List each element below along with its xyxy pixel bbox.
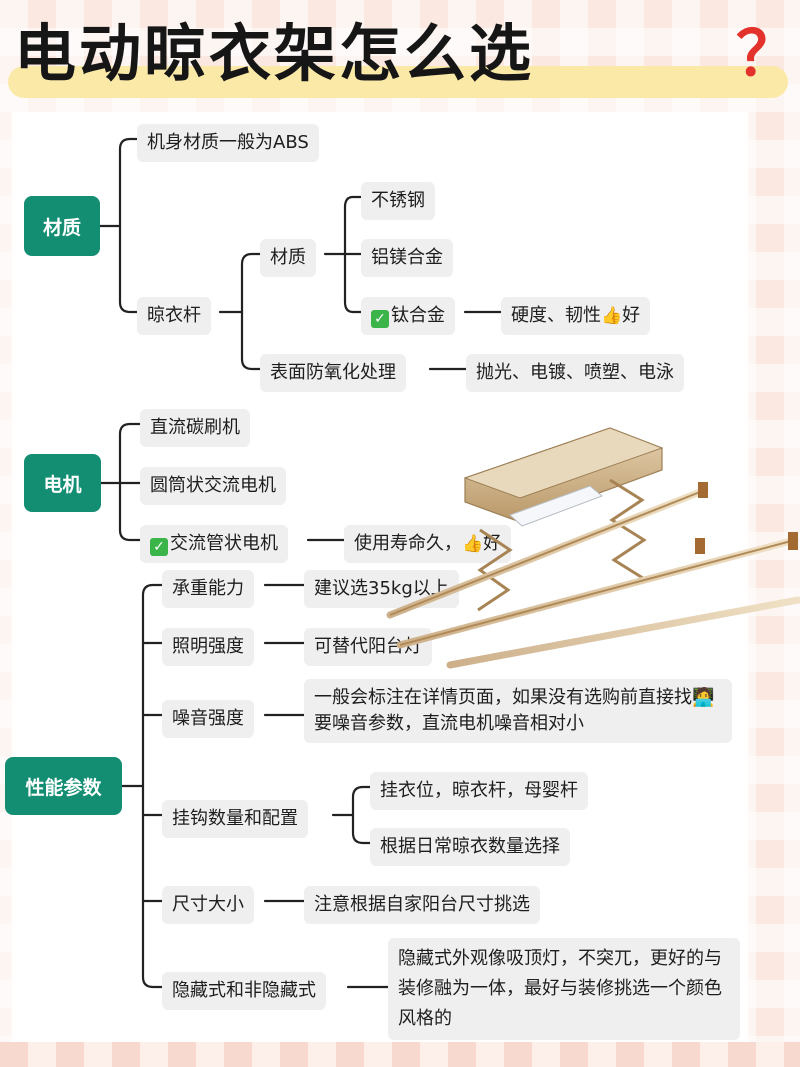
check-box-icon: ✓ [150,538,168,556]
titanium-note-text: 硬度、韧性 [511,305,601,326]
node-titanium-label: 钛合金 [391,305,445,326]
node-light-note: 可替代阳台灯 [304,628,432,666]
titanium-note-suffix: 好 [622,305,641,326]
node-noise: 噪音强度 [162,700,254,738]
node-hooks-note2: 根据日常晾衣数量选择 [370,828,570,866]
node-load: 承重能力 [162,570,254,608]
node-titanium: ✓钛合金 [361,297,455,335]
node-pole: 晾衣杆 [137,297,211,335]
node-hidden: 隐藏式和非隐藏式 [162,972,326,1010]
node-titanium-note: 硬度、韧性👍好 [501,297,651,335]
node-noise-note: 一般会标注在详情页面，如果没有选购前直接找🧑‍💻要噪音参数，直流电机噪音相对小 [304,679,732,743]
node-size-note: 注意根据自家阳台尺寸挑选 [304,886,540,924]
node-surface-options: 抛光、电镀、喷塑、电泳 [466,354,684,392]
node-surface: 表面防氧化处理 [260,354,406,392]
node-motor-ac-tube-label: 交流管状电机 [170,533,278,554]
thumbs-up-icon: 👍 [462,534,484,554]
category-material: 材质 [24,196,100,256]
motor-note-text: 使用寿命久， [354,533,462,554]
category-motor: 电机 [24,454,101,512]
question-mark-icon: ？ [736,17,799,90]
title-area: 电动晾衣架怎么选 ？ [0,0,800,110]
node-motor-ac-tube: ✓交流管状电机 [140,525,288,563]
node-pole-material: 材质 [260,239,316,277]
node-alloy-mg: 铝镁合金 [361,239,453,277]
title-highlight [8,66,788,98]
node-hooks-note1: 挂衣位，晾衣杆，母婴杆 [370,772,588,810]
thumbs-up-icon: 👍 [601,306,623,326]
bottom-strip [0,1042,800,1067]
node-stainless: 不锈钢 [361,182,435,220]
node-motor-ac-cyl: 圆筒状交流电机 [140,467,286,505]
node-hooks: 挂钩数量和配置 [162,800,308,838]
check-box-icon: ✓ [371,310,389,328]
category-performance: 性能参数 [5,757,122,815]
node-size: 尺寸大小 [162,886,254,924]
node-body-material: 机身材质一般为ABS [137,124,319,162]
node-hidden-note: 隐藏式外观像吸顶灯，不突兀，更好的与装修融为一体，最好与装修挑选一个颜色风格的 [388,938,740,1040]
node-motor-dc: 直流碳刷机 [140,409,250,447]
motor-note-suffix: 好 [483,533,502,554]
node-light: 照明强度 [162,628,254,666]
page-title: 电动晾衣架怎么选 [14,17,535,90]
clothes-rack-photo [386,427,800,669]
